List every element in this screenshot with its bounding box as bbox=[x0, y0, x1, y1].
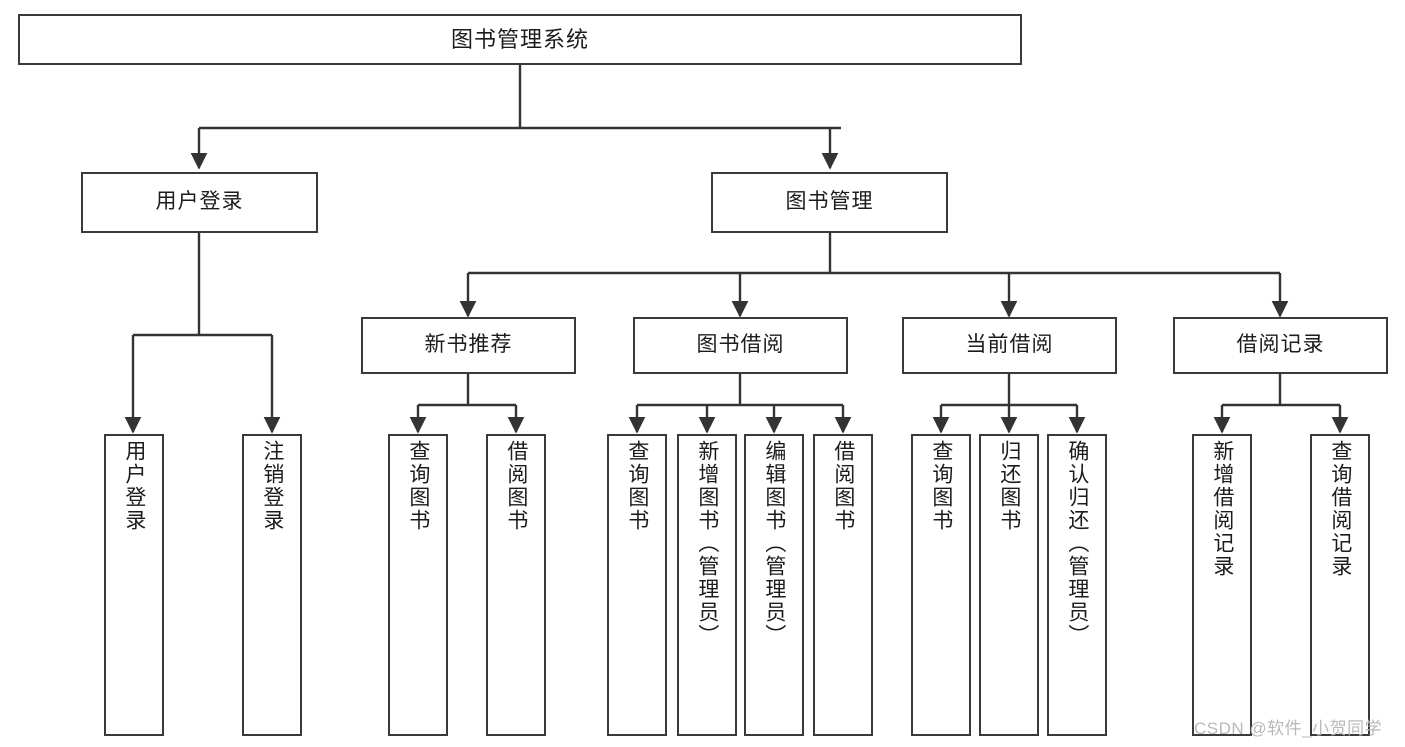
leaf-current-borrow-query[interactable]: 查询图书 bbox=[911, 434, 971, 736]
leaf-book-borrow-edit[interactable]: 编辑图书（管理员） bbox=[744, 434, 804, 736]
leaf-book-borrow-query[interactable]: 查询图书 bbox=[607, 434, 667, 736]
node-label: 注销登录 bbox=[260, 440, 284, 532]
node-label: 用户登录 bbox=[155, 190, 244, 214]
node-label: 图书管理系统 bbox=[450, 26, 589, 52]
node-new-book-recommend[interactable]: 新书推荐 bbox=[361, 317, 576, 374]
leaf-book-borrow-add[interactable]: 新增图书（管理员） bbox=[677, 434, 737, 736]
leaf-new-book-query[interactable]: 查询图书 bbox=[388, 434, 448, 736]
node-label: 图书借阅 bbox=[696, 333, 785, 357]
node-label: 新书推荐 bbox=[424, 333, 513, 357]
node-label: 查询图书 bbox=[929, 440, 953, 532]
node-user-login[interactable]: 用户登录 bbox=[81, 172, 318, 233]
leaf-book-borrow-borrow[interactable]: 借阅图书 bbox=[813, 434, 873, 736]
node-label: 编辑图书（管理员） bbox=[762, 440, 786, 647]
leaf-user-login-logout[interactable]: 注销登录 bbox=[242, 434, 302, 736]
node-current-borrow[interactable]: 当前借阅 bbox=[902, 317, 1117, 374]
node-label: 图书管理 bbox=[785, 190, 874, 214]
node-label: 查询图书 bbox=[406, 440, 430, 532]
node-book-borrow[interactable]: 图书借阅 bbox=[633, 317, 848, 374]
leaf-user-login-login[interactable]: 用户登录 bbox=[104, 434, 164, 736]
node-label: 新增借阅记录 bbox=[1210, 440, 1234, 578]
csdn-watermark: CSDN @软件_小贺同学 bbox=[1194, 719, 1383, 738]
leaf-current-borrow-return[interactable]: 归还图书 bbox=[979, 434, 1039, 736]
node-label: 查询图书 bbox=[625, 440, 649, 532]
node-book-management[interactable]: 图书管理 bbox=[711, 172, 948, 233]
node-label: 查询借阅记录 bbox=[1328, 440, 1352, 578]
node-label: 确认归还（管理员） bbox=[1065, 440, 1089, 647]
node-label: 借阅图书 bbox=[504, 440, 528, 532]
node-label: 借阅图书 bbox=[831, 440, 855, 532]
node-label: 借阅记录 bbox=[1236, 333, 1325, 357]
leaf-new-book-borrow[interactable]: 借阅图书 bbox=[486, 434, 546, 736]
node-label: 用户登录 bbox=[122, 440, 146, 532]
node-root-book-management-system[interactable]: 图书管理系统 bbox=[18, 14, 1022, 65]
node-label: 归还图书 bbox=[997, 440, 1021, 532]
leaf-borrow-record-add[interactable]: 新增借阅记录 bbox=[1192, 434, 1252, 736]
leaf-borrow-record-query[interactable]: 查询借阅记录 bbox=[1310, 434, 1370, 736]
leaf-current-borrow-confirm-return[interactable]: 确认归还（管理员） bbox=[1047, 434, 1107, 736]
node-label: 当前借阅 bbox=[965, 333, 1054, 357]
node-borrow-record[interactable]: 借阅记录 bbox=[1173, 317, 1388, 374]
node-label: 新增图书（管理员） bbox=[695, 440, 719, 647]
